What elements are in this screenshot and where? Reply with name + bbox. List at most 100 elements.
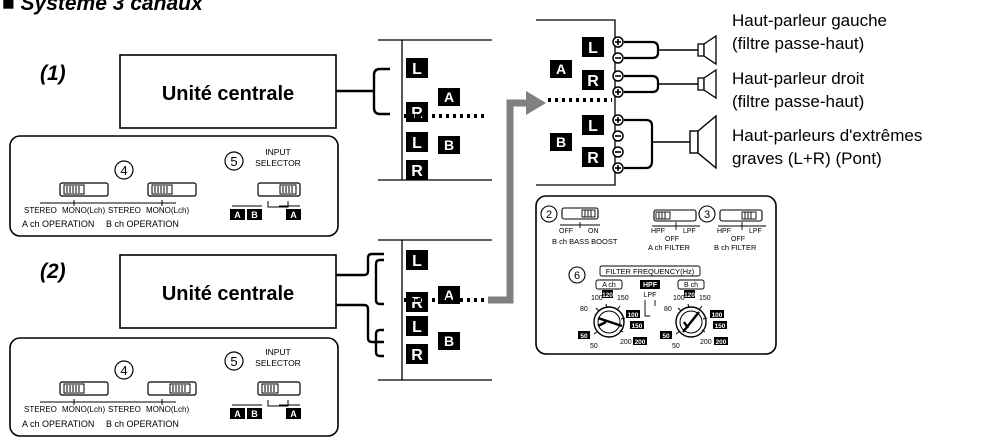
bass-boost-switch[interactable]	[561, 207, 599, 220]
badge-r: R	[411, 163, 423, 180]
freq-50-label: 50	[590, 343, 598, 350]
callout-5: 5	[230, 354, 237, 369]
speaker-wires	[624, 40, 698, 170]
ach-frequency-knob[interactable]	[593, 303, 626, 338]
amplifier-1: L R A L R B	[378, 39, 492, 181]
selector-a-badge: A	[234, 210, 241, 220]
diagram-title: ■ Système 3 canaux	[2, 0, 204, 15]
hpf-badge: HPF	[643, 282, 658, 289]
lpf-label: LPF	[749, 228, 762, 235]
ach-operation-switch[interactable]	[59, 182, 109, 197]
control-panel-2: 4 5 INPUT SELECTOR STEREO MONO(Lch) STER…	[9, 337, 339, 437]
selector-a-badge: A	[290, 409, 297, 419]
filter-panel: 2 3 6 OFF ON B ch BASS BOOST HPF LPF OFF…	[535, 195, 777, 355]
amplifier-2: L R A L R B	[378, 239, 492, 381]
callout-3: 3	[704, 209, 710, 221]
badge-r: R	[411, 105, 423, 122]
wires-2	[336, 252, 384, 358]
badge-l: L	[588, 118, 598, 135]
freq-100-label: 100	[673, 295, 685, 302]
bass-boost-label: B ch BASS BOOST	[552, 237, 618, 246]
lpf-label: LPF	[644, 292, 657, 299]
freq-200-badge: 200	[716, 339, 727, 346]
terminal-minus-icon	[612, 70, 624, 82]
ach-label: A ch	[602, 282, 616, 289]
callout-4: 4	[120, 363, 127, 378]
badge-r: R	[411, 295, 423, 312]
speaker-right-icon	[697, 68, 717, 100]
input-selector-label: INPUT	[265, 347, 291, 357]
freq-150-label: 150	[699, 295, 711, 302]
hpf-label: HPF	[717, 228, 731, 235]
terminal-minus-icon	[612, 52, 624, 64]
freq-50-label: 50	[672, 343, 680, 350]
stereo-label: STEREO	[108, 206, 141, 215]
head-unit-2: Unité centrale	[119, 254, 337, 329]
terminal-minus-icon	[612, 146, 624, 158]
badge-l: L	[412, 135, 422, 152]
input-selector-label: INPUT	[265, 147, 291, 157]
amplifier-terminals: A L R B L R	[536, 19, 624, 186]
ach-filter-switch[interactable]	[653, 209, 697, 222]
callout-2: 2	[546, 209, 552, 221]
bch-operation-label: B ch OPERATION	[106, 419, 179, 429]
mono-label: MONO(Lch)	[62, 405, 105, 414]
badge-l: L	[588, 40, 598, 57]
speaker-sub-sublabel: graves (L+R) (Pont)	[732, 149, 882, 168]
terminal-plus-icon	[612, 86, 624, 98]
speaker-left-label: Haut-parleur gauche	[732, 11, 887, 30]
connection-arrow	[488, 91, 546, 304]
freq-100-label: 100	[591, 295, 603, 302]
input-selector-label: SELECTOR	[255, 158, 301, 168]
freq-200-label: 200	[700, 339, 712, 346]
speaker-right-label: Haut-parleur droit	[732, 69, 865, 88]
speaker-labels: Haut-parleur gauche (filtre passe-haut) …	[732, 11, 922, 168]
head-unit-1-label: Unité centrale	[162, 83, 294, 105]
bch-operation-switch[interactable]	[147, 381, 197, 396]
selector-b-badge: B	[251, 210, 258, 220]
freq-200-badge: 200	[635, 339, 646, 346]
ach-operation-switch[interactable]	[59, 381, 109, 396]
section-1-label: (1)	[40, 62, 66, 85]
bch-operation-label: B ch OPERATION	[106, 219, 179, 229]
mono-label: MONO(Lch)	[146, 405, 189, 414]
input-selector-switch[interactable]	[257, 182, 301, 197]
freq-100-badge: 100	[712, 312, 723, 319]
ach-operation-label: A ch OPERATION	[22, 419, 94, 429]
bch-frequency-knob[interactable]	[675, 303, 708, 338]
freq-80-label: 80	[664, 306, 672, 313]
bch-operation-switch[interactable]	[147, 182, 197, 197]
mono-label: MONO(Lch)	[62, 206, 105, 215]
speaker-left-icon	[697, 34, 717, 66]
badge-ch-a: A	[556, 61, 566, 77]
speaker-left-sublabel: (filtre passe-haut)	[732, 34, 864, 53]
stereo-label: STEREO	[24, 206, 57, 215]
section-2-label: (2)	[40, 260, 66, 283]
mono-label: MONO(Lch)	[146, 206, 189, 215]
badge-ch-a: A	[444, 89, 454, 105]
terminal-plus-icon	[612, 162, 624, 174]
speaker-sub-label: Haut-parleurs d'extrêmes	[732, 126, 922, 145]
badge-r: R	[587, 150, 599, 167]
control-panel-1: 4 5 INPUT SELECTOR STEREO MONO(Lch) STER…	[9, 135, 339, 237]
input-selector-switch[interactable]	[257, 381, 301, 396]
badge-ch-b: B	[556, 134, 566, 150]
stereo-label: STEREO	[108, 405, 141, 414]
filter-frequency-label: FILTER FREQUENCY(Hz)	[606, 267, 695, 276]
terminal-minus-icon	[612, 130, 624, 142]
bch-filter-switch[interactable]	[719, 209, 763, 222]
speaker-right-sublabel: (filtre passe-haut)	[732, 92, 864, 111]
badge-ch-b: B	[444, 137, 454, 153]
off-label: OFF	[559, 228, 573, 235]
hpf-label: HPF	[651, 228, 665, 235]
selector-b-badge: B	[251, 409, 258, 419]
freq-150-label: 150	[617, 295, 629, 302]
freq-80-label: 80	[580, 306, 588, 313]
off-label: OFF	[665, 236, 679, 243]
selector-a-badge: A	[234, 409, 241, 419]
wires-1	[336, 67, 390, 116]
ach-filter-label: A ch FILTER	[648, 243, 691, 252]
off-label: OFF	[731, 236, 745, 243]
freq-150-badge: 150	[632, 323, 643, 330]
